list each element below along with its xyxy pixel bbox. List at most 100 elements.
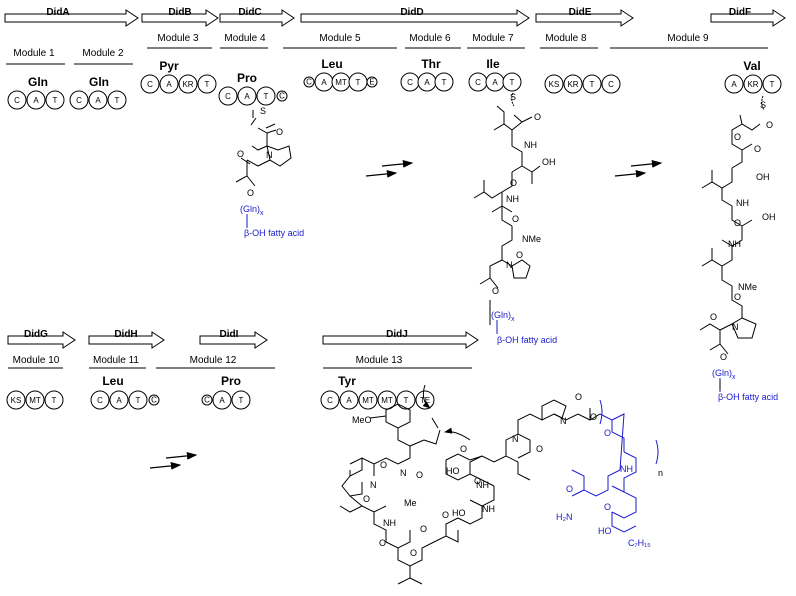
domain-label-a: A (244, 92, 250, 101)
domain-label-t: T (136, 396, 141, 405)
gene-arrow-didf: DidF (710, 7, 786, 27)
atom-oh-1: OH (542, 157, 556, 167)
domain-circle-kr (178, 74, 198, 94)
domain-circle-t (231, 390, 251, 410)
module-label-1: Module 1 (13, 48, 55, 59)
label-gln-x-3: (Gln)x (712, 368, 736, 381)
gene-label-dide: DidE (569, 7, 592, 18)
residue-gln-2: Gln (89, 75, 109, 89)
atom-o-24: O (460, 444, 467, 454)
atom-h2n: H₂N (556, 512, 573, 522)
gene-label-didg: DidG (24, 329, 48, 340)
domain-label-e: E (369, 78, 374, 87)
label-fatty-acid-2: β-OH fatty acid (497, 335, 557, 345)
domain-label-a: A (731, 80, 737, 89)
atom-o-9: O (766, 120, 773, 130)
reaction-arrow-3b (149, 462, 182, 470)
domain-label-a: A (33, 96, 39, 105)
structure-val-intermediate (699, 95, 765, 390)
domain-circle-a (212, 390, 232, 410)
atom-n-4: N (400, 468, 407, 478)
domain-label-t: T (770, 80, 775, 89)
atom-meo: MeO (352, 415, 372, 425)
gene-arrow-didb: DidB (141, 7, 219, 27)
module-label-10: Module 10 (13, 355, 60, 366)
reaction-arrow-2a (630, 160, 663, 168)
atom-ho-3: HO (598, 526, 612, 536)
atom-n-2: N (506, 260, 513, 270)
module-lines-row1 (6, 47, 768, 65)
domain-circle-t (582, 74, 602, 94)
domain-label-a: A (424, 78, 430, 87)
residue-tyr: Tyr (338, 374, 356, 388)
structure-ile-intermediate (473, 92, 541, 325)
domain-circle-t (107, 90, 127, 110)
domain-label-kr: KR (567, 80, 578, 89)
module-label-7: Module 7 (472, 33, 514, 44)
gene-arrow-didh: DidH (88, 329, 165, 349)
domain-circle-t (396, 390, 416, 410)
domain-circle-c (7, 90, 27, 110)
reaction-arrow-1a (381, 160, 414, 168)
atom-o-2: O (237, 149, 244, 159)
gene-arrow-didg: DidG (7, 329, 76, 349)
label-fatty-acid-1: β-OH fatty acid (244, 228, 304, 238)
atom-o-23: O (474, 476, 481, 486)
atom-s-3: S (760, 100, 766, 110)
domain-label-c: C (204, 396, 210, 405)
atom-nme-2: NMe (738, 282, 757, 292)
module-label-4: Module 4 (224, 33, 266, 44)
residue-thr: Thr (421, 57, 441, 71)
domain-circle-a (724, 74, 744, 94)
domain-label-kr: KR (747, 80, 758, 89)
domain-circle-a (109, 390, 129, 410)
domain-circle-t (128, 390, 148, 410)
domain-circle-kr (563, 74, 583, 94)
gene-label-didb: DidB (168, 7, 191, 18)
domain-label-t: T (53, 96, 58, 105)
domain-circle-t (44, 390, 64, 410)
domain-label-a: A (166, 80, 172, 89)
domain-label-kr: KR (182, 80, 193, 89)
domain-label-t: T (239, 396, 244, 405)
domain-circle-ks (6, 390, 26, 410)
domain-circle-t (434, 72, 454, 92)
domain-label-a: A (346, 396, 352, 405)
domain-circle-c (90, 390, 110, 410)
domain-circle-c (320, 390, 340, 410)
residue-gln-1: Gln (28, 75, 48, 89)
structure-blue-side-chain (571, 399, 659, 533)
module-label-13: Module 13 (356, 355, 403, 366)
atom-o-6: O (512, 214, 519, 224)
domain-circle-a (26, 90, 46, 110)
domain-label-a: A (321, 78, 327, 87)
atom-nh-2: NH (506, 194, 519, 204)
gene-arrow-didi: DidI (199, 329, 268, 349)
structure-didemnin-macrocycle (339, 384, 601, 585)
atom-o-26: O (575, 392, 582, 402)
domain-circle-kr (743, 74, 763, 94)
domain-circle-c (140, 74, 160, 94)
domain-circle-t (502, 72, 522, 92)
gene-label-didc: DidC (238, 7, 261, 18)
atom-o-14: O (710, 312, 717, 322)
atom-o-18: O (363, 494, 370, 504)
atom-o-16: O (416, 470, 423, 480)
module-label-8: Module 8 (545, 33, 587, 44)
gene-arrow-dide: DidE (535, 7, 634, 27)
gene-label-didi: DidI (220, 329, 239, 340)
atom-o-21: O (420, 524, 427, 534)
atom-s-1: S (260, 106, 266, 116)
atom-o-17: O (380, 460, 387, 470)
domain-circle-c (601, 74, 621, 94)
atom-o-28: O (604, 428, 611, 438)
atom-nh-7: NH (476, 480, 489, 490)
atom-nh-6: NH (482, 504, 495, 514)
domain-circle-a (237, 86, 257, 106)
domain-circle-ks (544, 74, 564, 94)
